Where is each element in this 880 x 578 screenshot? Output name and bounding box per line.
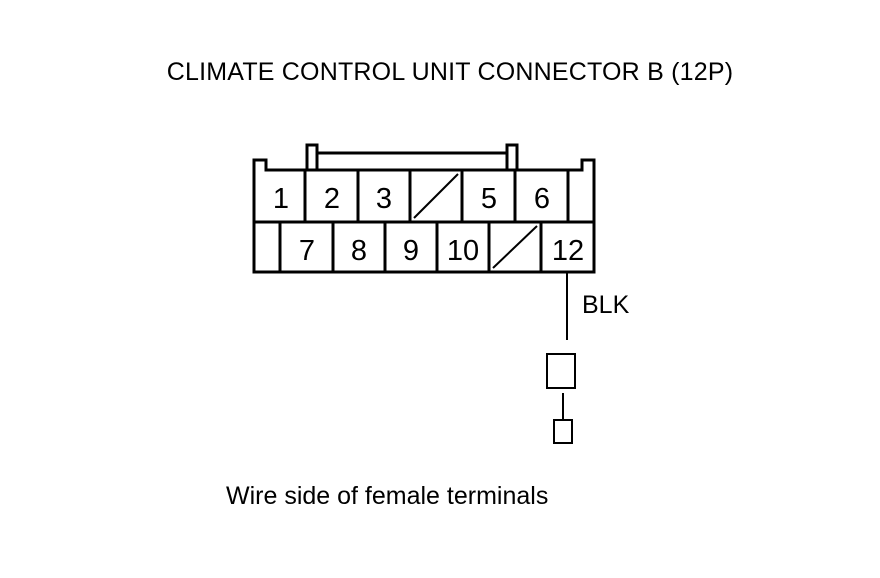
empty-cavity-slash [492,225,538,269]
diagram-title: CLIMATE CONTROL UNIT CONNECTOR B (12P) [166,58,734,86]
wire-color-label: BLK [582,291,630,319]
pin-label: 7 [299,235,315,267]
pin-label: 8 [351,235,367,267]
connector-housing-outline [252,158,596,274]
pin-label: 9 [403,235,419,267]
pin-label: 12 [552,235,584,267]
pin-label: 6 [534,183,550,215]
pin-label: 2 [324,183,340,215]
probe-terminal [546,353,576,389]
pin-label: 3 [376,183,392,215]
empty-cavity-slash [413,173,459,219]
pin-label: 5 [481,183,497,215]
connector-lock-tab [305,143,519,172]
diagram-caption: Wire side of female terminals [226,482,549,510]
pin-label: 10 [447,235,479,267]
pin-label: 1 [273,183,289,215]
probe-tip [553,419,573,444]
